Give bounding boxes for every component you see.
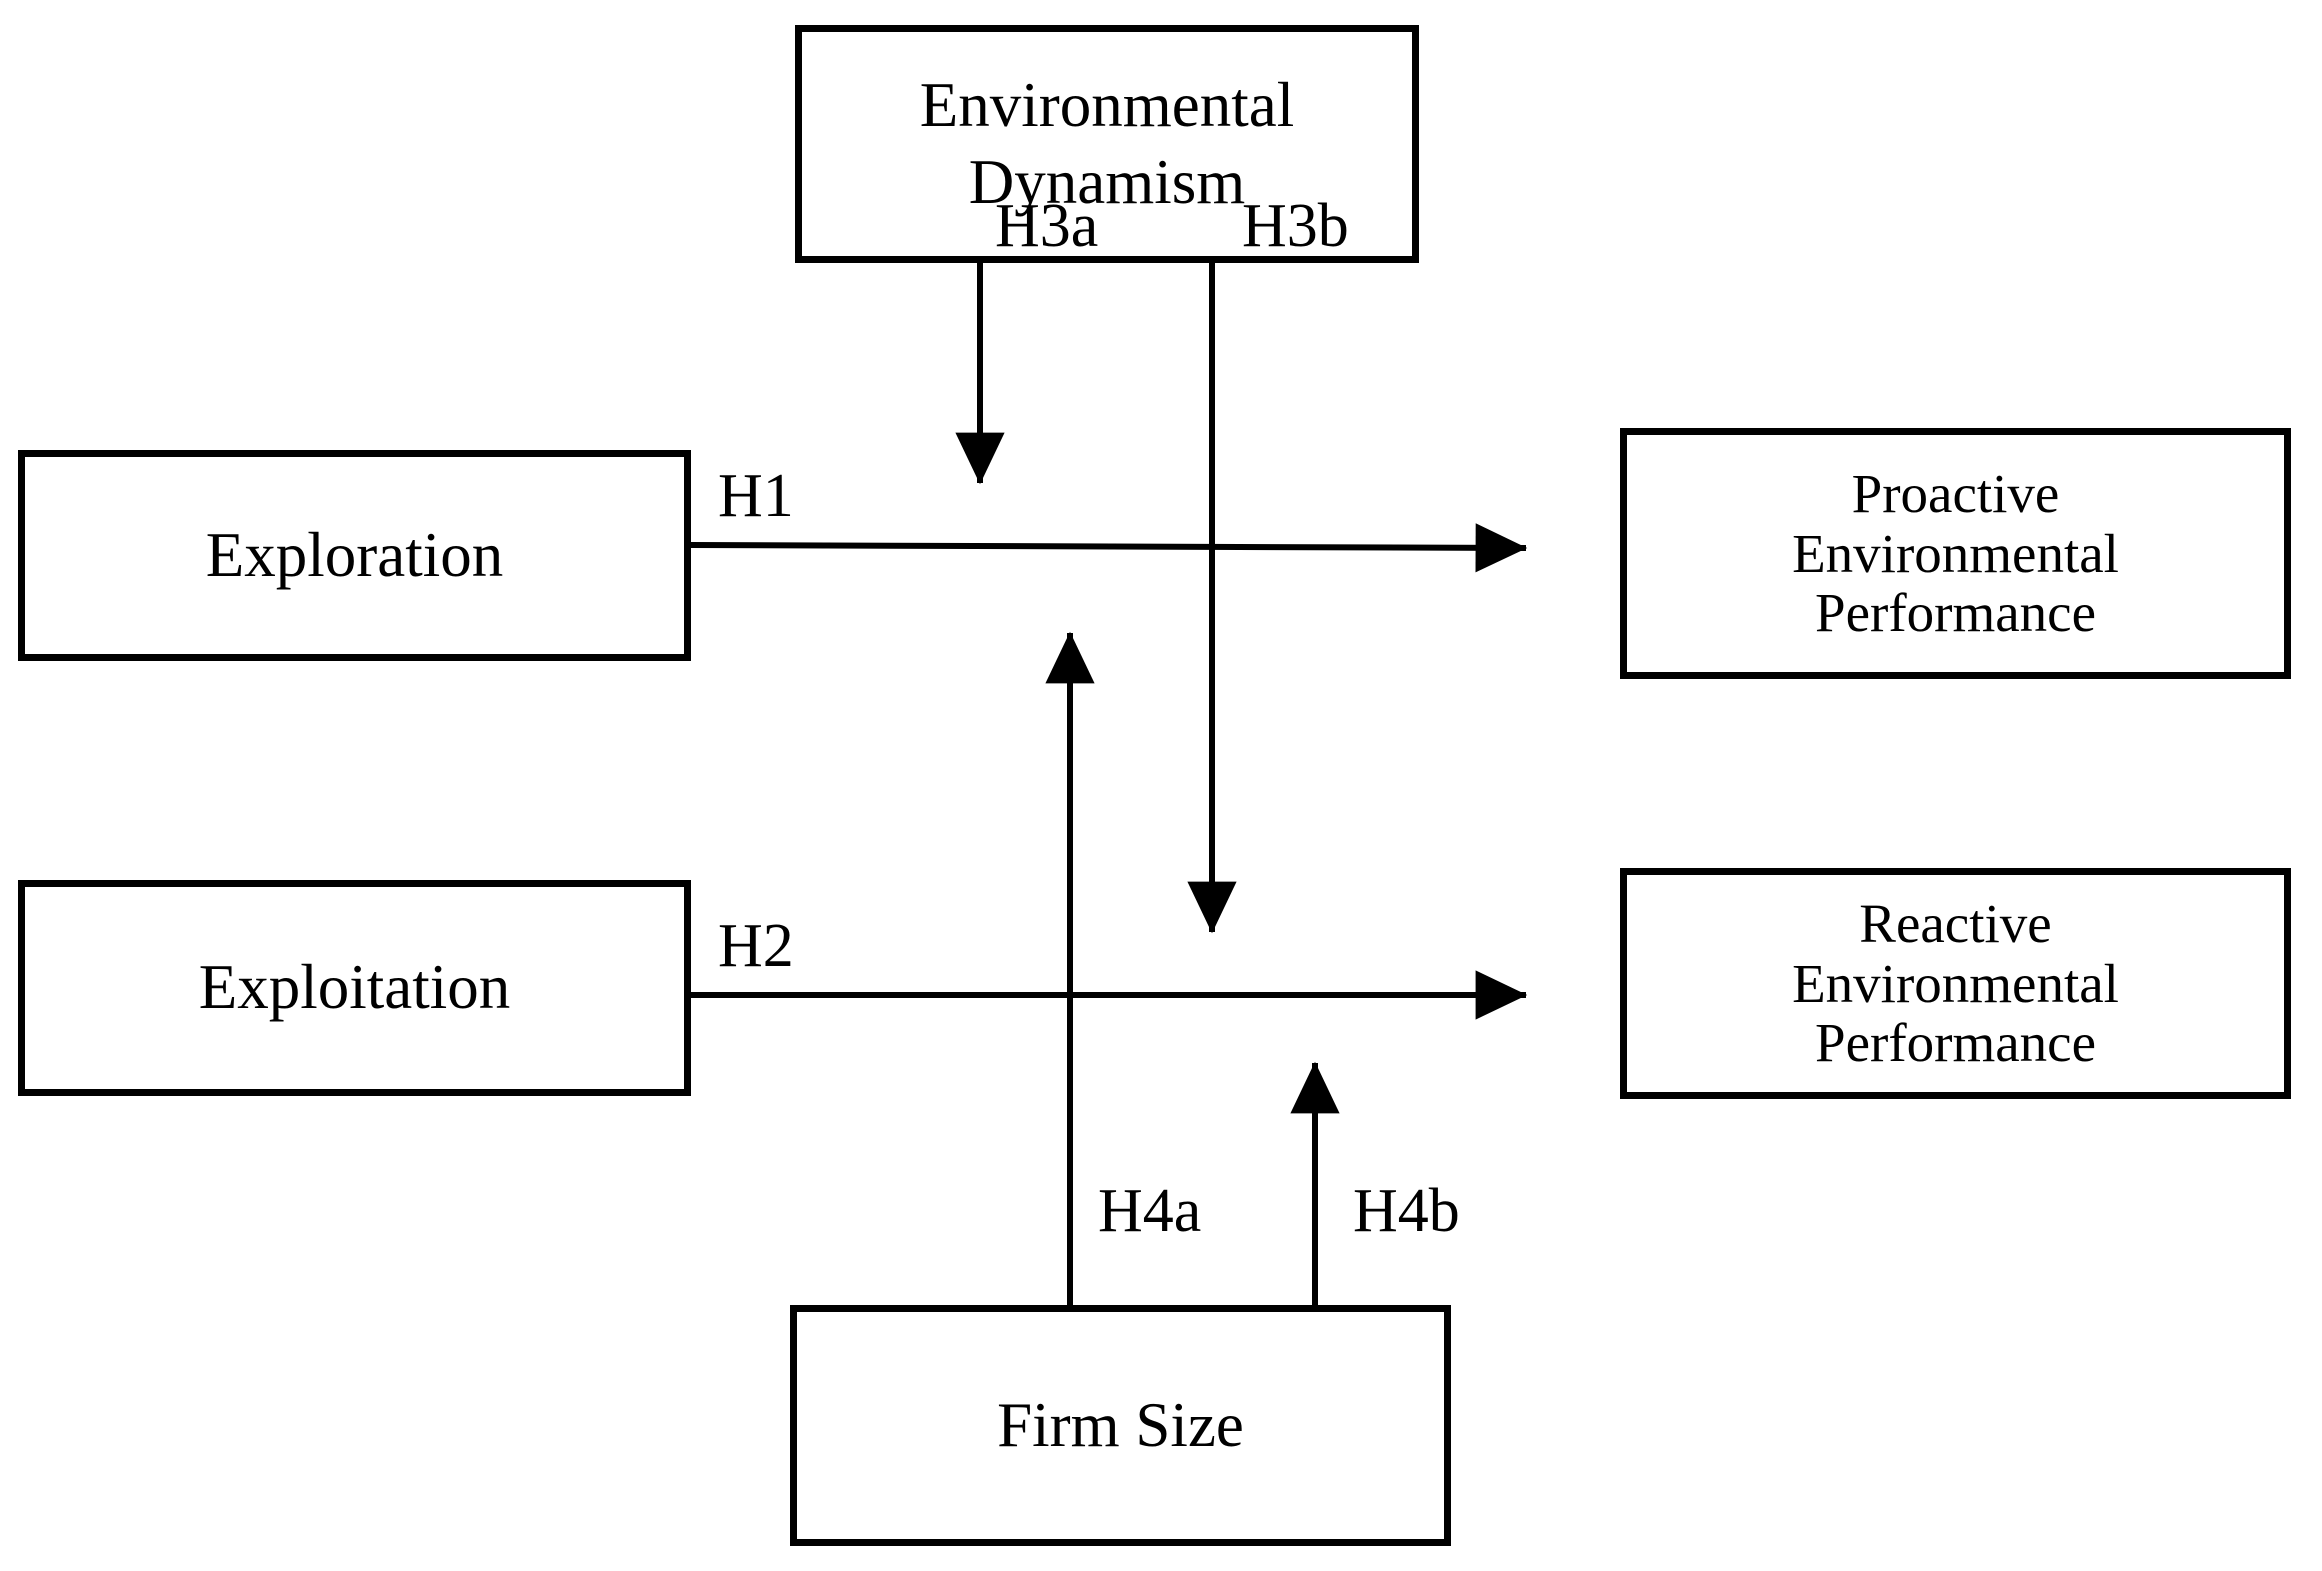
edge-label-h4b: H4b	[1353, 1177, 1460, 1245]
node-proactive-environmental-performance[interactable]: Proactive Environmental Performance	[1620, 428, 2291, 679]
node-exploitation[interactable]: Exploitation	[18, 880, 691, 1096]
node-exploitation-label: Exploitation	[198, 952, 511, 1023]
node-reactive-environmental-performance-label: Reactive Environmental Performance	[1792, 893, 2119, 1074]
edge-label-h4a: H4a	[1098, 1177, 1202, 1245]
node-exploration-label: Exploration	[205, 519, 504, 590]
edge-label-h1: H1	[718, 462, 794, 530]
node-firm-size[interactable]: Firm Size	[790, 1305, 1451, 1546]
node-environmental-dynamism-label: Environmental Dynamism	[919, 70, 1295, 217]
edge-label-h3a: H3a	[995, 192, 1099, 260]
edge-label-h2: H2	[718, 912, 794, 980]
node-reactive-environmental-performance[interactable]: Reactive Environmental Performance	[1620, 868, 2291, 1099]
node-environmental-dynamism[interactable]: Environmental Dynamism	[795, 25, 1419, 263]
node-exploration[interactable]: Exploration	[18, 450, 691, 661]
edge-h1	[690, 523, 1528, 573]
node-firm-size-label: Firm Size	[997, 1389, 1244, 1460]
edge-label-h3b: H3b	[1242, 192, 1349, 260]
node-proactive-environmental-performance-label: Proactive Environmental Performance	[1792, 463, 2119, 644]
